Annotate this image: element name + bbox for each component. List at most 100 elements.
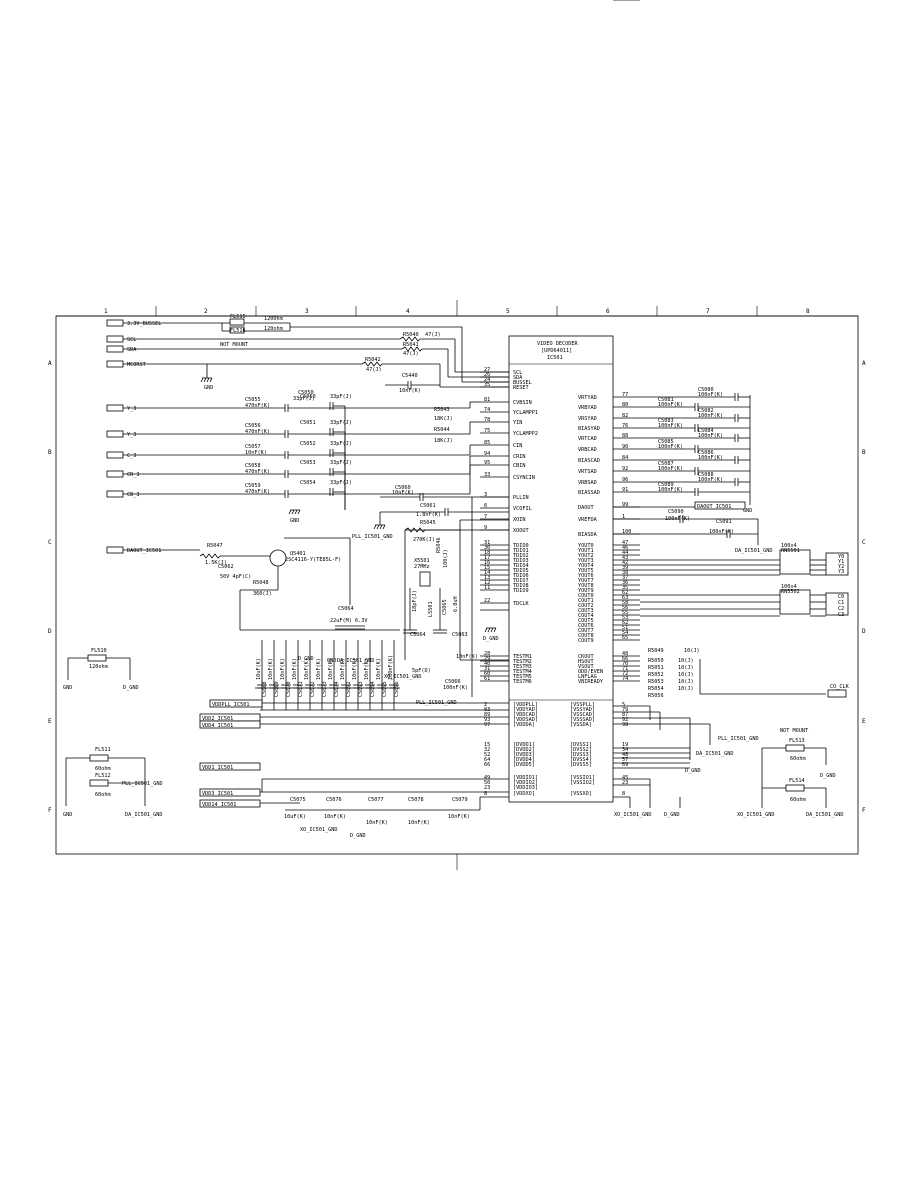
left-pin-name: TDIO9 bbox=[513, 588, 529, 594]
right-pin-number: 54 bbox=[622, 630, 628, 636]
row-C-right: C bbox=[862, 539, 866, 546]
left-pin-name: TDIO6 bbox=[513, 573, 529, 579]
decoupling-cap-value: 10uF(K) bbox=[256, 658, 262, 680]
c5075-ref: C5075 bbox=[290, 797, 306, 803]
decoupling-cap-value: 10nF(K) bbox=[292, 658, 298, 680]
power-pin-name: [DVDD3] bbox=[513, 752, 535, 758]
fl513-ref: FL513 bbox=[789, 738, 805, 744]
left-pin-name: YCLAMPP1 bbox=[513, 410, 538, 416]
ref-cap-value: 100nF(K) bbox=[658, 402, 683, 408]
ground-pin-number: 19 bbox=[622, 742, 628, 748]
r5040-symbol bbox=[399, 336, 421, 342]
gnd-label-bank: GND bbox=[327, 658, 336, 664]
xo-gnd-label-right: XO_IC501_GND bbox=[614, 812, 651, 818]
da-gnd-label-bank: DA_IC501_GND bbox=[337, 658, 374, 664]
net-flag-video-1 bbox=[106, 430, 124, 438]
rn5502-label: 100x4 bbox=[781, 584, 797, 590]
power-pin-name: [VDDSAD] bbox=[513, 717, 538, 723]
ref-cap-value: 100nF(K) bbox=[698, 433, 723, 439]
ref-cap-value: 100nF(K) bbox=[658, 444, 683, 450]
ground-pin-number: 79 bbox=[622, 707, 628, 713]
pll-gnd-label-right: PLL_IC501_GND bbox=[718, 736, 759, 742]
ground-pin-number: 98 bbox=[622, 722, 628, 728]
right-pin-name: VRTCAD bbox=[578, 436, 597, 442]
left-pin-name: RESET bbox=[513, 385, 529, 391]
left-pin-number: 31 bbox=[484, 666, 490, 672]
daout-buffer-section: DAOUT_IC501 R5047 1.5K(J) C5062 50V 4pF(… bbox=[106, 537, 400, 631]
net-vdd1-label: VDD1_IC501 bbox=[202, 765, 233, 771]
r5042-ref: R5042 bbox=[365, 357, 381, 363]
gnd-symbol bbox=[200, 377, 213, 383]
decoupling-cap-value: 10nF(K) bbox=[304, 658, 310, 680]
right-pin-name: YOUT1 bbox=[578, 548, 594, 554]
right-pin-number: 100 bbox=[622, 529, 631, 535]
r5041-ref: R5041 bbox=[403, 342, 419, 348]
ref-cap-ref: C5081 bbox=[658, 397, 674, 403]
c5067-value: 10nF(K) bbox=[456, 654, 478, 660]
r5053-ref: R5053 bbox=[648, 679, 664, 685]
x5501-symbol bbox=[419, 571, 431, 587]
r5052-ref: R5052 bbox=[648, 672, 664, 678]
right-pin-number: 71 bbox=[622, 666, 628, 672]
ferrite-filters: FL510 120ohm GND D_GND FL511 60ohm FL512… bbox=[63, 648, 843, 818]
right-pin-name: YOUT4 bbox=[578, 563, 594, 569]
right-pin-name: YOUT5 bbox=[578, 568, 594, 574]
decoupling-cap-value: 10nF(K) bbox=[268, 658, 274, 680]
ground-pin-name: [DVSS5] bbox=[570, 762, 592, 768]
column-index: 1 2 3 4 5 6 7 8 bbox=[104, 300, 810, 870]
right-pin-number: 38 bbox=[622, 570, 628, 576]
c5078-ref: C5078 bbox=[408, 797, 424, 803]
right-pin-number: 43 bbox=[622, 555, 628, 561]
power-pin-name: [VDDYAD] bbox=[513, 707, 538, 713]
ref-cap-ref: C5080 bbox=[698, 387, 714, 393]
right-pin-number: 65 bbox=[622, 635, 628, 641]
ic501-title: VIDEO DECODER bbox=[537, 341, 578, 347]
fl510-symbol bbox=[87, 654, 107, 662]
left-pin-name: CIN bbox=[513, 443, 522, 449]
left-pin-name: TESTM3 bbox=[513, 664, 532, 670]
ref-cap-ref: C5087 bbox=[658, 461, 674, 467]
c5050-value: 33pF(J) bbox=[293, 396, 315, 402]
power-pin-number: 8 bbox=[484, 791, 487, 797]
power-pin-number: 66 bbox=[484, 762, 490, 768]
left-pin-number: 12 bbox=[484, 580, 490, 586]
r5045-ref: R5045 bbox=[420, 520, 436, 526]
output-label-upper: Y0 bbox=[838, 554, 844, 560]
input-cap-value: 470nF(K) bbox=[245, 489, 270, 495]
power-pin-name: [VDDIO2] bbox=[513, 780, 538, 786]
d-gnd-label-fl513: D_GND bbox=[820, 773, 836, 779]
right-pin-name: COUT6 bbox=[578, 623, 594, 629]
left-pin-name: TDIO3 bbox=[513, 558, 529, 564]
gnd-symbol-video bbox=[288, 509, 301, 515]
ground-pin-number: 45 bbox=[622, 775, 628, 781]
bus-select-section: 3.3V_BUSSEL FL515 1200hm FL516 120ohm NO… bbox=[106, 314, 509, 394]
net-flag-video-4 bbox=[106, 490, 124, 498]
col-2: 2 bbox=[204, 308, 208, 315]
input-cap-ref: C5058 bbox=[245, 463, 261, 469]
da-gnd-label-right: DA_IC501_GND bbox=[696, 751, 733, 757]
left-pin-number: 30 bbox=[484, 545, 490, 551]
right-pin-name: VRTYAD bbox=[578, 395, 597, 401]
r5041-symbol bbox=[401, 346, 423, 352]
power-pin-number: 97 bbox=[484, 722, 490, 728]
ground-pin-number: 5 bbox=[622, 702, 625, 708]
fl513-value: 60ohm bbox=[790, 756, 806, 762]
output-connector-lower bbox=[825, 592, 849, 616]
power-pin-name: [VDDIO3] bbox=[513, 785, 538, 791]
c5064-label: C5064 bbox=[338, 606, 354, 612]
d-gnd-label-bank: D_GND bbox=[298, 656, 314, 662]
filter-cap-ref: C5053 bbox=[300, 460, 316, 466]
ground-pin-name: [DVSS1] bbox=[570, 742, 592, 748]
left-pin-name: TDIO2 bbox=[513, 553, 529, 559]
input-cap-ref: C5055 bbox=[245, 397, 261, 403]
left-pin-name: TESTM2 bbox=[513, 659, 532, 665]
c5091-value: 100nF(K) bbox=[709, 529, 734, 535]
right-pin-name: HSOUT bbox=[578, 659, 594, 665]
x5501-ref: X5501 bbox=[414, 558, 430, 564]
c5062-value: 50V 4pF(C) bbox=[220, 574, 251, 580]
ic501-power-pins: 2[VDDPLL][VSSPLL]583[VDDYAD][VSSYAD]7989… bbox=[484, 702, 628, 797]
left-pin-name: BUSSEL bbox=[513, 380, 532, 386]
decoupling-cap-value: 10nF(K) bbox=[340, 658, 346, 680]
row-D-right: D bbox=[862, 628, 866, 635]
